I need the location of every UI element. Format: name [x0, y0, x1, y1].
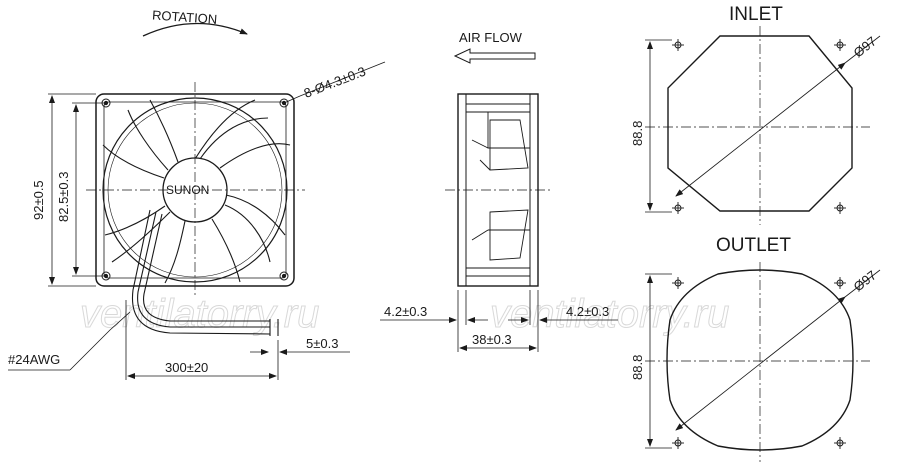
side-view	[380, 48, 618, 352]
outlet-diameter-label: Ø97	[851, 267, 880, 294]
outlet-outline	[666, 269, 854, 451]
mounting-hole-icon	[101, 98, 289, 281]
inlet-span-label: 88.8	[630, 121, 645, 146]
outlet-title: OUTLET	[716, 235, 791, 256]
outlet-span-label: 88.8	[630, 355, 645, 380]
crosshair-icon	[672, 277, 846, 449]
flange-left-label: 4.2±0.3	[384, 304, 427, 319]
outlet-view	[645, 262, 881, 462]
wire-gauge-label: #24AWG	[8, 352, 60, 367]
flange-right-label: 4.2±0.3	[566, 304, 609, 319]
overall-height-label: 92±0.5	[31, 180, 46, 220]
watermark-left: ventilatorry.ru	[80, 292, 319, 336]
wire-length-label: 300±20	[165, 360, 208, 375]
fan-wires	[131, 209, 279, 336]
depth-label: 38±0.3	[472, 332, 512, 347]
front-view	[8, 22, 386, 380]
fan-blades-icon	[102, 99, 291, 284]
crosshair-icon	[672, 39, 846, 214]
rotation-label: ROTATION	[152, 7, 218, 27]
airflow-label: AIR FLOW	[459, 30, 523, 45]
hole-spacing-label: 82.5±0.3	[56, 171, 71, 222]
rotation-arrow-icon	[142, 22, 248, 37]
brand-label: SUNON	[166, 183, 209, 197]
airflow-arrow-icon	[453, 48, 536, 64]
inlet-title: INLET	[729, 4, 783, 25]
wire-strip-label: 5±0.3	[306, 336, 338, 351]
inlet-diameter-label: Ø97	[851, 33, 880, 60]
hole-dimension-label: 8-Ø4.3±0.3	[302, 64, 368, 101]
inlet-outline	[667, 35, 853, 212]
inlet-view	[645, 26, 881, 225]
watermark-right: ventilatorry.ru	[490, 292, 729, 336]
